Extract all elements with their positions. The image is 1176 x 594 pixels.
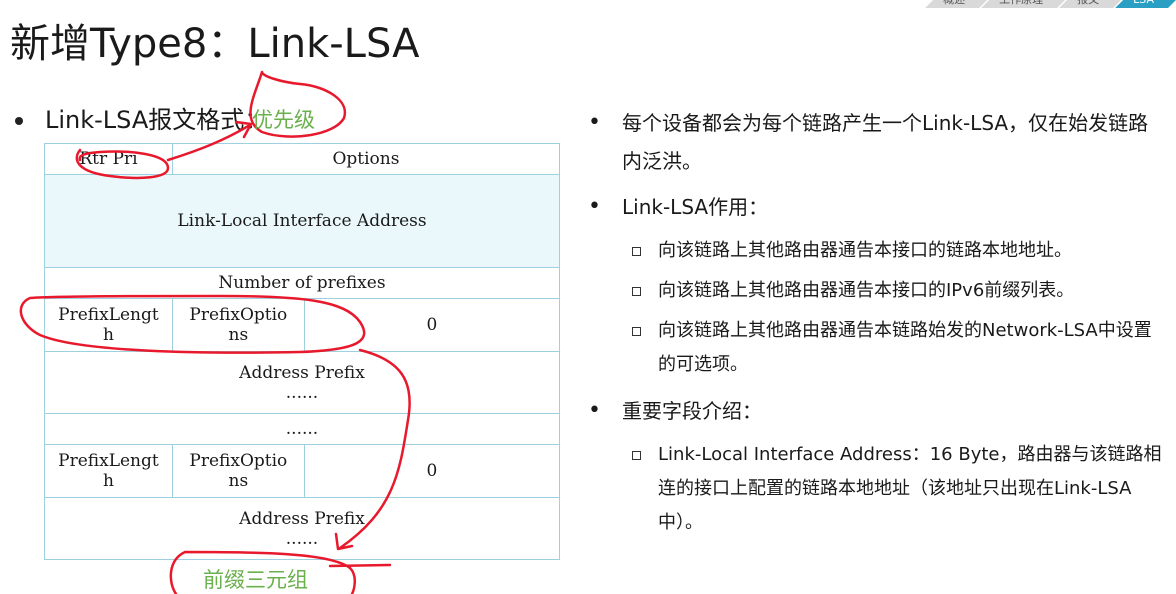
bullet-fields: 重要字段介绍：: [588, 392, 1168, 430]
function-item: 向该链路上其他路由器通告本链路始发的Network-LSA中设置的可选项。: [588, 314, 1168, 382]
options-cell: Options: [171, 143, 561, 175]
prefix-triple-annotation-text: 前缀三元组: [203, 568, 308, 592]
address-prefix-cell: Address Prefix......: [44, 351, 560, 414]
function-item-text: 向该链路上其他路由器通告本链路始发的Network-LSA中设置的可选项。: [658, 320, 1152, 375]
address-prefix-ellipsis: ......: [285, 528, 319, 549]
bullet-dot: [15, 117, 23, 125]
square-bullet-icon: [632, 451, 641, 460]
prefix-options-line1: PrefixOptio: [189, 305, 288, 325]
field-item-text: Link-Local Interface Address：16 Byte，路由器…: [658, 444, 1162, 533]
address-prefix-cell: Address Prefix......: [44, 497, 560, 560]
priority-annotation-text: 优先级: [252, 108, 315, 132]
reserved-zero-cell: 0: [303, 298, 561, 352]
breadcrumb-item-lsa[interactable]: LSA: [1115, 0, 1176, 8]
reserved-zero-cell: 0: [303, 444, 561, 498]
address-prefix-ellipsis: ......: [285, 382, 319, 403]
link-lsa-format-table: Rtr Pri Options Link-Local Interface Add…: [44, 143, 561, 560]
address-prefix-label: Address Prefix: [239, 508, 365, 529]
link-local-address-cell: Link-Local Interface Address: [44, 174, 560, 268]
breadcrumb-item-overview[interactable]: 概述: [925, 0, 987, 8]
field-item: Link-Local Interface Address：16 Byte，路由器…: [588, 438, 1168, 540]
prefix-length-line2: h: [102, 471, 114, 491]
bottom-underline: [328, 563, 392, 568]
number-of-prefixes-cell: Number of prefixes: [44, 267, 560, 299]
prefix-options-line2: ns: [228, 325, 249, 345]
ellipsis-row: ......: [44, 413, 560, 445]
rtr-pri-cell: Rtr Pri: [44, 143, 173, 175]
explanation-column: 每个设备都会为每个链路产生一个Link-LSA，仅在始发链路内泛洪。 Link-…: [588, 104, 1168, 546]
function-item: 向该链路上其他路由器通告本接口的链路本地地址。: [588, 234, 1168, 268]
function-item-text: 向该链路上其他路由器通告本接口的IPv6前缀列表。: [658, 280, 1075, 301]
prefix-length-line1: PrefixLengt: [58, 451, 159, 471]
bullet-function: Link-LSA作用：: [588, 188, 1168, 226]
prefix-length-line2: h: [102, 325, 114, 345]
square-bullet-icon: [632, 247, 641, 256]
format-heading-text: Link-LSA报文格式：: [45, 106, 269, 134]
slide-title: 新增Type8：Link-LSA: [10, 21, 420, 67]
square-bullet-icon: [632, 327, 641, 336]
function-item-text: 向该链路上其他路由器通告本接口的链路本地地址。: [658, 240, 1072, 261]
breadcrumb-nav: 概述 工作原理 报文 LSA: [931, 0, 1176, 8]
breadcrumb-item-packet[interactable]: 报文: [1059, 0, 1121, 8]
format-heading: Link-LSA报文格式：: [15, 100, 268, 135]
prefix-options-line1: PrefixOptio: [189, 451, 288, 471]
bullet-flooding: 每个设备都会为每个链路产生一个Link-LSA，仅在始发链路内泛洪。: [588, 104, 1168, 180]
breadcrumb-item-principle[interactable]: 工作原理: [981, 0, 1065, 8]
function-item: 向该链路上其他路由器通告本接口的IPv6前缀列表。: [588, 274, 1168, 308]
square-bullet-icon: [632, 287, 641, 296]
prefix-length-line1: PrefixLengt: [58, 305, 159, 325]
prefix-options-line2: ns: [228, 471, 249, 491]
address-prefix-label: Address Prefix: [239, 362, 365, 383]
